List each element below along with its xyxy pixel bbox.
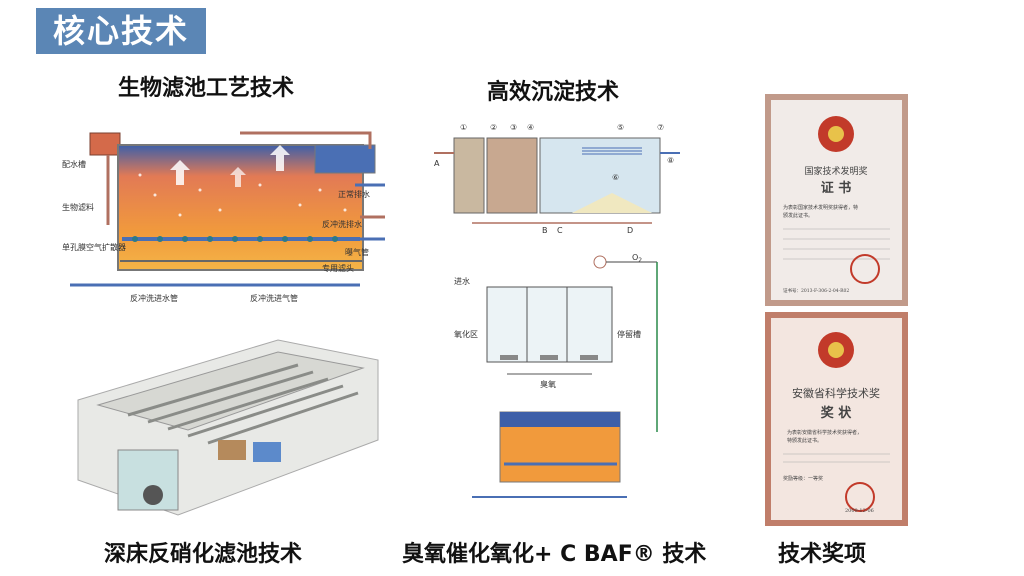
certificate-provincial: 安徽省科学技术奖 奖 状 为表彰安徽省科学技术奖获得者， 特颁发此证书。 奖励等… <box>765 312 908 526</box>
cert1-num: 证书号：2013-F-306-2-04-R02 <box>783 287 849 294</box>
marker-2: ② <box>490 123 497 132</box>
label-ozone: 臭氧 <box>540 379 556 389</box>
cert1-line1: 为表彰国家技术发明奖获得者，特 <box>783 204 858 211</box>
ozone-baf-diagram: O2 进水 氧化区 停留槽 臭氧 <box>452 252 667 517</box>
o2-label: O2 <box>632 253 642 264</box>
marker-1: ① <box>460 123 467 132</box>
cert2-line1: 为表彰安徽省科学技术奖获得者， <box>787 429 862 436</box>
distribution-tank <box>89 132 121 156</box>
caption-high-efficiency: 高效沉淀技术 <box>487 80 620 105</box>
label-backwash-out: 反冲洗排水 <box>322 219 362 229</box>
label-backwash-in: 反冲洗进水管 <box>130 293 178 303</box>
letter-c: C <box>557 226 563 235</box>
caption-bio-filter: 生物滤池工艺技术 <box>118 76 295 101</box>
label-normal-out: 正常排水 <box>338 189 370 199</box>
letter-b: B <box>542 226 548 235</box>
marker-8: ⑧ <box>667 156 674 165</box>
marker-3: ③ <box>510 123 517 132</box>
marker-7: ⑦ <box>657 123 664 132</box>
cert2-line2: 特颁发此证书。 <box>787 437 822 444</box>
letter-d: D <box>627 226 633 235</box>
cert1-title: 证 书 <box>821 180 852 196</box>
cert2-grade: 奖励等级：一等奖 <box>783 475 823 482</box>
cert1-org: 国家技术发明奖 <box>804 165 867 177</box>
page-title: 核心技术 <box>36 8 206 54</box>
sedimentation-diagram: ① ② ③ ④ ⑤ ⑥ ⑦ ⑧ A B C D <box>432 118 682 238</box>
certificate-national: 国家技术发明奖 证 书 为表彰国家技术发明奖获得者，特 颁发此证书。 证书号：2… <box>765 94 908 306</box>
label-aeration: 曝气管 <box>345 247 369 257</box>
label-diffuser: 单孔膜空气扩散器 <box>62 242 126 252</box>
label-nozzle: 专用滤头 <box>322 263 354 273</box>
label-oxidation: 氧化区 <box>454 329 478 339</box>
label-backwash-air: 反冲洗进气管 <box>250 293 298 303</box>
deep-bed-illustration <box>58 330 393 525</box>
cert2-title: 奖 状 <box>821 405 853 421</box>
marker-4: ④ <box>527 123 534 132</box>
marker-6: ⑥ <box>612 173 619 182</box>
bio-filter-diagram: 配水槽 生物滤料 单孔膜空气扩散器 正常排水 反冲洗排水 曝气管 专用滤头 反冲… <box>60 115 395 310</box>
caption-ozone: 臭氧催化氧化+ C BAF® 技术 <box>402 542 707 567</box>
caption-deep-bed: 深床反硝化滤池技术 <box>104 542 303 567</box>
caption-awards: 技术奖项 <box>778 542 867 567</box>
cert2-org: 安徽省科学技术奖 <box>792 386 880 400</box>
label-inflow: 进水 <box>454 276 470 286</box>
label-media: 生物滤料 <box>62 202 94 212</box>
cert1-line2: 颁发此证书。 <box>783 212 813 219</box>
marker-5: ⑤ <box>617 123 624 132</box>
label-tank: 配水槽 <box>62 159 86 169</box>
cert2-date: 2009-12-06 <box>845 508 874 514</box>
letter-a: A <box>434 159 440 168</box>
label-retention: 停留槽 <box>617 329 641 339</box>
